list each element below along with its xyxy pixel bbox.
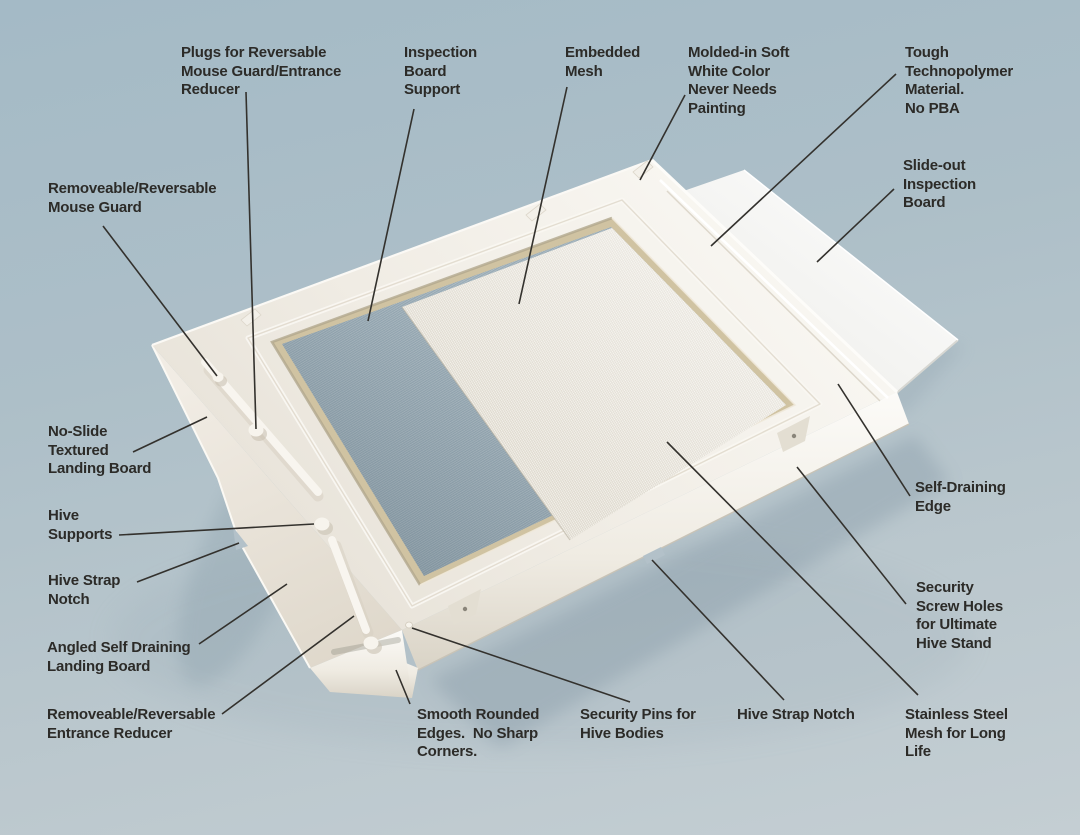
leader-slide-out xyxy=(816,188,895,263)
hive-strap-notch-bottom-cut xyxy=(643,547,665,564)
leader-smooth xyxy=(395,669,411,705)
leader-inspection-support xyxy=(367,108,415,322)
inspection-board xyxy=(649,169,959,403)
label-plugs: Plugs for Reversable Mouse Guard/Entranc… xyxy=(181,44,342,98)
label-slide-out: Slide-out Inspection Board xyxy=(903,157,977,211)
leader-strap-notch-bottom xyxy=(651,559,785,701)
leader-molded-in xyxy=(639,94,686,181)
leader-strap-notch-left xyxy=(136,542,240,583)
side-wall xyxy=(402,392,909,670)
label-smooth: Smooth Rounded Edges. No Sharp Corners. xyxy=(417,706,540,760)
security-screw-notches xyxy=(448,416,810,625)
label-strap-notch-left: Hive Strap Notch xyxy=(48,572,121,608)
leader-mouse-guard xyxy=(102,225,218,377)
label-security-screw: Security Screw Holes for Ultimate Hive S… xyxy=(916,579,1004,652)
label-mouse-guard: Removeable/Reversable Mouse Guard xyxy=(48,180,217,216)
security-pin xyxy=(405,621,413,629)
leader-embedded-mesh xyxy=(518,86,568,305)
label-embedded-mesh: Embedded Mesh xyxy=(565,44,641,80)
leader-lines xyxy=(102,73,919,715)
leader-tough xyxy=(710,73,897,247)
label-self-draining: Self-Draining Edge xyxy=(915,479,1006,515)
label-angled: Angled Self Draining Landing Board xyxy=(47,639,191,675)
leader-security-pins xyxy=(411,627,631,703)
leader-stainless xyxy=(666,441,919,696)
landing-board-apron xyxy=(152,345,402,668)
leader-security-screw xyxy=(796,466,907,605)
bottom-board xyxy=(151,158,910,698)
leader-self-draining xyxy=(837,383,911,497)
leader-no-slide xyxy=(132,416,208,453)
label-molded-in: Molded-in Soft White Color Never Needs P… xyxy=(688,44,790,117)
label-no-slide: No-Slide Textured Landing Board xyxy=(48,423,152,477)
hive-support-pegs xyxy=(212,372,382,654)
self-draining-edge-ridge xyxy=(659,179,889,399)
label-tough: Tough Technopolymer Material. No PBA xyxy=(905,44,1013,117)
label-hive-supports: Hive Supports xyxy=(48,507,113,543)
leader-hive-supports xyxy=(118,523,315,536)
label-entrance-reducer: Removeable/Reversable Entrance Reducer xyxy=(47,706,216,742)
label-stainless: Stainless Steel Mesh for Long Life xyxy=(905,706,1008,760)
leader-plugs xyxy=(245,91,257,430)
label-strap-notch-bottom: Hive Strap Notch xyxy=(737,706,855,723)
leader-angled xyxy=(198,583,288,645)
label-security-pins: Security Pins for Hive Bodies xyxy=(580,706,696,742)
leader-entrance-reducer xyxy=(221,615,355,715)
landing-board-lip xyxy=(310,630,412,698)
label-inspection-support: Inspection Board Support xyxy=(404,44,478,98)
